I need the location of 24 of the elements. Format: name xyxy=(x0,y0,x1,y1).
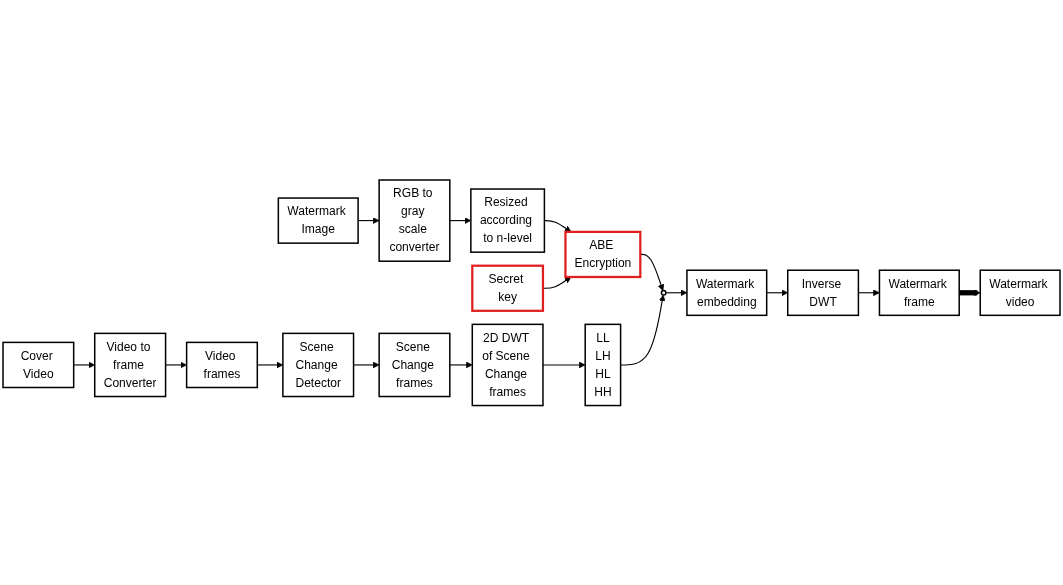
node-box: Watermark video xyxy=(979,269,1061,316)
node-box: Watermark Image xyxy=(277,197,359,244)
node-box: Scene Change Detector xyxy=(282,332,355,397)
arrow xyxy=(353,361,380,368)
node-box: 2D DWT of Scene Change frames xyxy=(471,323,544,406)
node-box: LL LH HL HH xyxy=(584,323,622,406)
arrow xyxy=(165,361,187,368)
arrow xyxy=(542,276,572,289)
node-circle xyxy=(660,289,667,296)
node-box: Video frames xyxy=(185,341,259,388)
node-box: Scene Change frames xyxy=(378,332,451,397)
arrow xyxy=(73,361,95,368)
node-box: Cover Video xyxy=(2,341,75,388)
node-box: Video to frame Converter xyxy=(93,332,167,397)
node-box: Secret key xyxy=(471,264,545,312)
node-box: Watermark frame xyxy=(878,269,960,316)
arrow xyxy=(449,361,473,368)
node-box: ABE Encryption xyxy=(564,230,642,278)
arrow xyxy=(620,294,666,366)
arrow xyxy=(542,361,586,368)
node-box: RGB to gray scale converter xyxy=(378,179,451,262)
node-box: Inverse DWT xyxy=(787,269,860,316)
node-box: Watermark embedding xyxy=(686,269,768,316)
node-box: Resized according to n-level xyxy=(470,188,546,253)
